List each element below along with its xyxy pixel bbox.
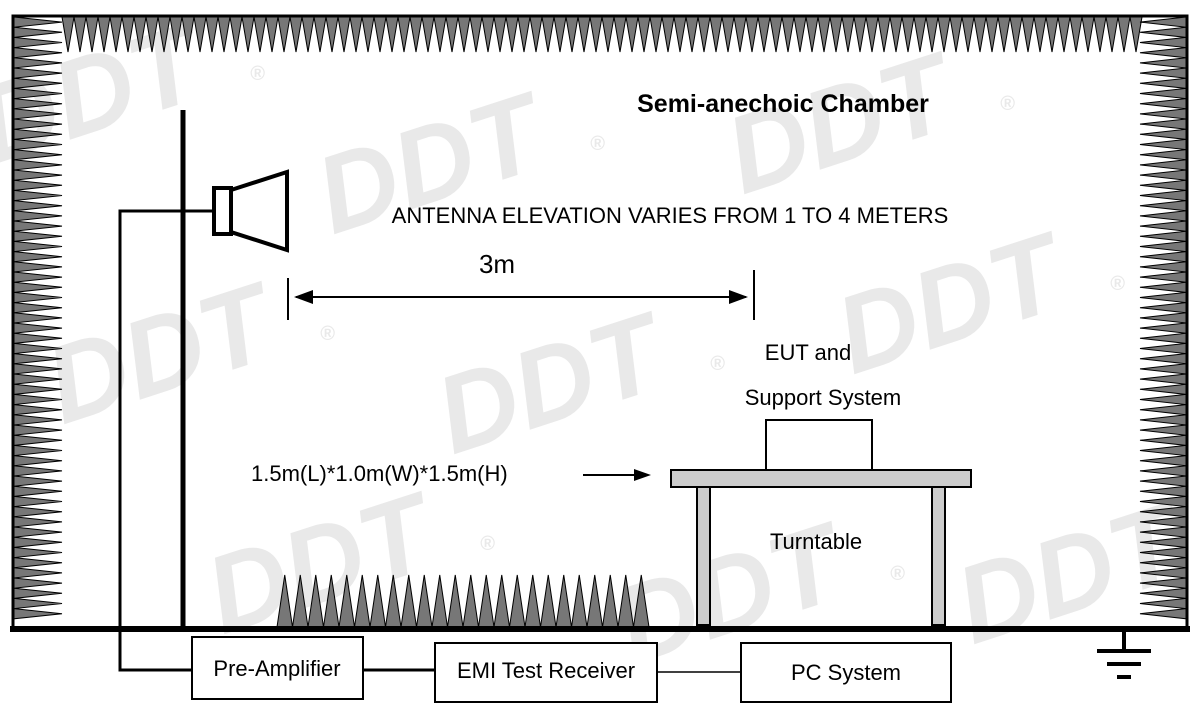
top-absorber-row	[61, 16, 1143, 53]
horn-antenna-icon	[212, 169, 289, 253]
eut-box	[765, 419, 873, 471]
eut-label: EUT and	[765, 340, 851, 365]
dimension-arrow-icon	[583, 469, 651, 481]
watermark-logo: DDT	[822, 209, 1082, 398]
support-system-label: Support System	[745, 385, 902, 410]
watermark-registered-mark: ®	[590, 133, 605, 155]
distance-marker	[287, 270, 755, 320]
preamp-box	[191, 636, 364, 700]
turntable-label: Turntable	[770, 529, 862, 554]
distance-label: 3m	[479, 249, 515, 279]
receiver-box	[434, 642, 658, 703]
watermark-registered-mark: ®	[1000, 93, 1015, 115]
watermark-logo: DDT	[422, 289, 682, 478]
receiver-label: EMI Test Receiver	[457, 658, 635, 683]
antenna-elevation-note: ANTENNA ELEVATION VARIES FROM 1 TO 4 MET…	[392, 203, 949, 228]
watermark-registered-mark: ®	[1110, 273, 1125, 295]
watermark-registered-mark: ®	[320, 323, 335, 345]
right-absorber-column	[1139, 16, 1187, 620]
watermark-logo: DDT	[32, 259, 292, 448]
ground-icon	[1097, 629, 1151, 679]
pc-label: PC System	[791, 660, 901, 685]
turntable-table	[670, 469, 972, 626]
arrow-right-icon	[729, 290, 748, 304]
chamber-title: Semi-anechoic Chamber	[637, 90, 929, 118]
left-absorber-column	[13, 16, 63, 620]
arrow-left-icon	[294, 290, 313, 304]
watermark-registered-mark: ®	[250, 63, 265, 85]
watermark-logo: DDT	[712, 29, 972, 218]
equipment-chain	[191, 636, 952, 703]
absorber-layer	[13, 16, 1187, 628]
watermark-registered-mark: ®	[710, 353, 725, 375]
floor-absorber-row	[276, 574, 650, 628]
watermark-registered-mark: ®	[890, 563, 905, 585]
watermark-logo: DDT	[302, 69, 562, 258]
preamp-label: Pre-Amplifier	[213, 656, 340, 681]
watermark-layer: DDT®DDT®DDT®DDT®DDT®DDT®DDT®DDT®DDT®	[0, 0, 1202, 688]
watermark-registered-mark: ®	[480, 533, 495, 555]
antenna-cable	[118, 209, 214, 672]
pc-box	[740, 642, 952, 703]
table-dimensions-label: 1.5m(L)*1.0m(W)*1.5m(H)	[251, 461, 508, 486]
